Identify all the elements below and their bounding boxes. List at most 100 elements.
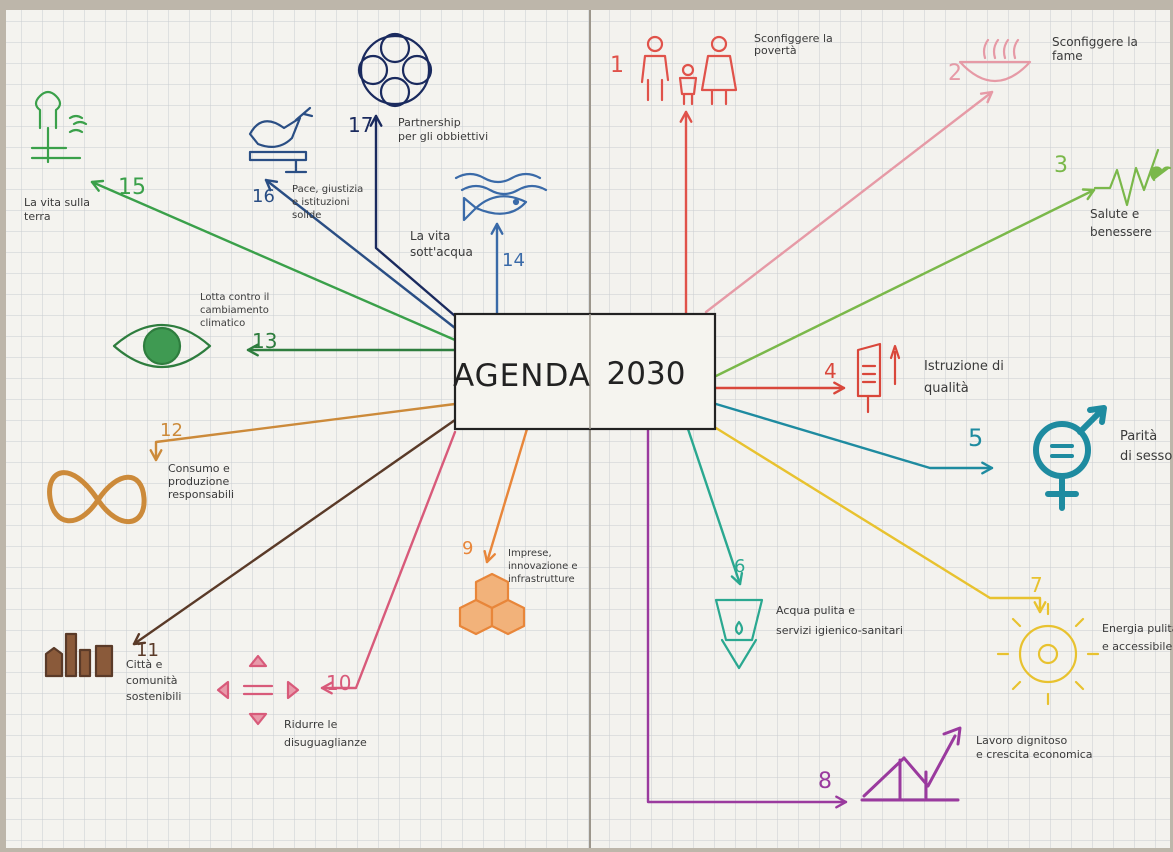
connector-line-goal-11: [132, 418, 457, 646]
goal-label-line: Salute e: [1090, 207, 1139, 221]
goal-label-line: povertà: [754, 44, 797, 57]
goal-number-8: 8: [818, 769, 832, 794]
connector-line-goal-16: [264, 178, 457, 330]
goal-number-4: 4: [824, 359, 837, 383]
arrowhead-goal-1: [679, 110, 693, 123]
goal-number-17: 17: [348, 113, 373, 137]
gender-symbol-icon: [1033, 405, 1107, 511]
goal-label-line: Ridurre le: [284, 718, 338, 731]
buildings-icon: [44, 632, 114, 678]
goal-label-line: qualità: [924, 381, 969, 396]
goal-label-13: Lotta contro il cambiamento climatico: [200, 292, 269, 329]
connector-line-goal-12: [154, 402, 457, 462]
goal-label-line: fame: [1052, 49, 1083, 63]
connector-line-goal-2: [704, 90, 994, 314]
goal-number-3: 3: [1054, 153, 1068, 178]
arrowhead-goal-5: [981, 461, 994, 475]
connector-line-goal-17: [374, 114, 457, 318]
goal-label-line: innovazione e: [508, 561, 578, 572]
goal-label-line: e istituzioni: [292, 197, 350, 208]
dove-gavel-icon: [248, 106, 314, 174]
goal-label-line: produzione: [168, 475, 229, 488]
goal-number-11: 11: [136, 640, 159, 661]
goal-label-line: Istruzione di: [924, 359, 1004, 374]
goal-number-6: 6: [734, 556, 745, 577]
goal-number-13: 13: [252, 329, 277, 353]
goal-label-line: comunità: [126, 674, 178, 687]
goal-label-line: infrastrutture: [508, 574, 575, 585]
connectors: [90, 90, 1096, 809]
eye-earth-icon: [112, 324, 212, 368]
growth-chart-icon: [860, 726, 962, 802]
goal-label-line: Città e: [126, 658, 163, 671]
goal-number-1: 1: [610, 53, 624, 78]
arrowhead-goal-8: [835, 795, 848, 809]
partnership-rings-icon: [357, 32, 433, 108]
goal-number-5: 5: [968, 424, 983, 452]
arrowhead-goal-3: [1081, 188, 1096, 201]
goal-label-line: Parità: [1120, 429, 1157, 444]
goal-label-line: solide: [292, 210, 321, 221]
infinity-icon: [47, 470, 147, 524]
goal-label-line: e accessibile: [1102, 640, 1172, 653]
goal-label-6: Acqua pulita e servizi igienico-sanitari: [776, 604, 903, 637]
goal-label-line: climatico: [200, 318, 245, 329]
goal-label-line: cambiamento: [200, 305, 269, 316]
goal-label-line: Energia pulita: [1102, 622, 1173, 635]
goal-label-line: Pace, giustizia: [292, 184, 363, 195]
heartbeat-icon: [1093, 148, 1172, 207]
goal-number-2: 2: [948, 61, 962, 86]
arrowhead-goal-16: [264, 178, 279, 192]
goal-label-9: Imprese, innovazione e infrastrutture: [508, 548, 578, 585]
book-pencil-icon: [856, 342, 901, 414]
goal-label-line: Imprese,: [508, 548, 552, 559]
connector-line-goal-8: [646, 427, 848, 804]
tree-icon: [30, 90, 88, 164]
goal-label-line: Lotta contro il: [200, 292, 269, 303]
goal-label-line: per gli obbiettivi: [398, 130, 488, 143]
sun-icon: [996, 602, 1100, 706]
goal-label-line: Consumo e: [168, 462, 230, 475]
arrowhead-goal-13: [246, 343, 259, 357]
arrowhead-goal-15: [90, 179, 105, 192]
connector-line-goal-3: [714, 188, 1096, 378]
goal-label-line: Lavoro dignitoso: [976, 734, 1067, 747]
goal-label-16: Pace, giustizia e istituzioni solide: [292, 184, 363, 221]
goal-label-line: Acqua pulita e: [776, 604, 855, 617]
goal-number-14: 14: [502, 250, 525, 271]
fish-waves-icon: [454, 172, 548, 222]
goal-label-line: Sconfiggere la: [1052, 35, 1138, 49]
goal-label-line: sostenibili: [126, 690, 181, 703]
goal-label-line: Partnership: [398, 116, 461, 129]
connector-line-goal-6: [686, 427, 742, 586]
connector-line-goal-10: [320, 430, 457, 690]
goal-number-16: 16: [252, 186, 275, 207]
icons: [30, 32, 1172, 802]
goal-label-line: benessere: [1090, 225, 1152, 239]
goal-label-4: Istruzione di qualità: [924, 359, 1004, 396]
arrowhead-goal-14: [490, 222, 504, 235]
family-icon: [640, 35, 738, 106]
equality-arrows-icon: [216, 654, 300, 726]
goal-label-line: servizi igienico-sanitari: [776, 624, 903, 637]
bowl-icon: [958, 38, 1032, 83]
center-box: AGENDA 2030: [453, 312, 717, 431]
goal-label-line: disuguaglianze: [284, 736, 367, 749]
goal-label-11: Città e comunità sostenibili: [126, 658, 181, 703]
arrowhead-goal-9: [483, 550, 496, 564]
arrowhead-goal-10: [320, 681, 333, 695]
goal-number-12: 12: [160, 420, 183, 441]
water-glass-icon: [714, 598, 764, 670]
connector-line-goal-5: [714, 402, 994, 470]
goal-label-line: La vita sulla: [24, 196, 90, 209]
cubes-icon: [458, 572, 526, 636]
